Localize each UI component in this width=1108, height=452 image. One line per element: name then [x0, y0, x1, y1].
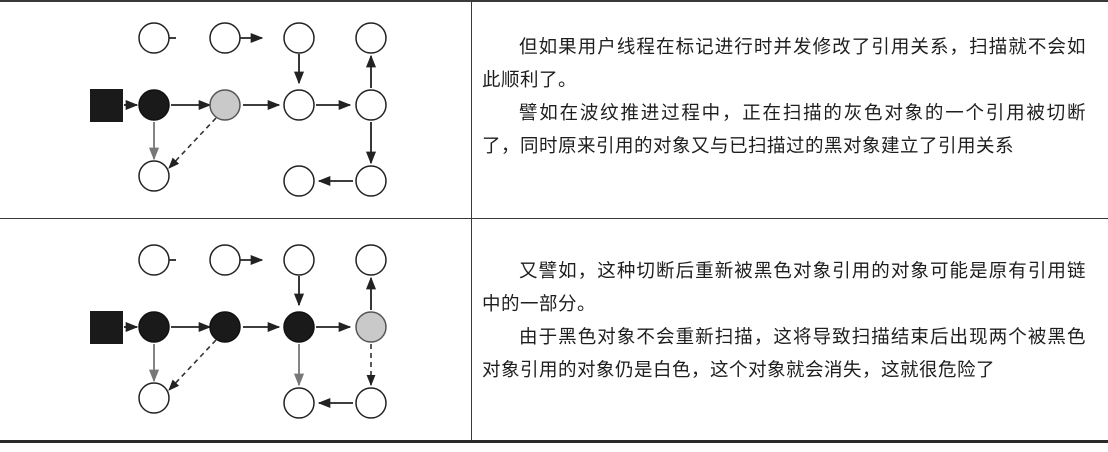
white-object-node	[138, 244, 170, 276]
black-object-node	[283, 311, 315, 343]
graph-nodes	[90, 22, 387, 197]
object-graph-svg-1	[90, 22, 387, 197]
object-graph-diagram-2	[75, 230, 405, 430]
reference-edges	[124, 254, 377, 409]
gray-object-node	[355, 311, 387, 343]
gc-root-square	[90, 89, 123, 122]
white-object-node	[355, 89, 387, 121]
white-object-node	[283, 165, 315, 197]
edge-arrow-dashed	[168, 117, 217, 169]
explanation-text-2: 又譬如，这种切断后重新被黑色对象引用的对象可能是原有引用链中的一部分。 由于黑色…	[482, 255, 1086, 387]
gc-root-square	[90, 311, 123, 344]
object-graph-svg-2	[90, 244, 387, 419]
white-object-node	[355, 244, 387, 276]
white-object-node	[355, 165, 387, 197]
white-object-node	[283, 387, 315, 419]
reference-edges	[124, 32, 377, 187]
black-object-node	[209, 311, 241, 343]
object-graph-diagram-1	[75, 8, 405, 208]
paragraph: 譬如在波纹推进过程中，正在扫描的灰色对象的一个引用被切断了，同时原来引用的对象又…	[482, 103, 1086, 157]
white-object-node	[138, 22, 170, 54]
white-object-node	[209, 22, 241, 54]
white-object-node	[283, 244, 315, 276]
black-object-node	[138, 89, 170, 121]
edge-arrow-dashed	[168, 339, 217, 391]
table-top-rule	[0, 0, 1108, 2]
white-object-node	[138, 160, 170, 192]
white-object-node	[355, 22, 387, 54]
white-object-node	[283, 89, 315, 121]
white-object-node	[138, 382, 170, 414]
white-object-node	[209, 244, 241, 276]
graph-nodes	[90, 244, 387, 419]
table-column-divider	[471, 0, 472, 440]
white-object-node	[283, 22, 315, 54]
black-object-node	[138, 311, 170, 343]
paragraph: 由于黑色对象不会重新扫描，这将导致扫描结束后出现两个被黑色对象引用的对象仍是白色…	[482, 327, 1086, 381]
gray-object-node	[209, 89, 241, 121]
paragraph: 又譬如，这种切断后重新被黑色对象引用的对象可能是原有引用链中的一部分。	[482, 261, 1086, 315]
explanation-text-1: 但如果用户线程在标记进行时并发修改了引用关系，扫描就不会如此顺利了。 譬如在波纹…	[482, 31, 1086, 163]
table-row-divider	[0, 218, 1108, 219]
table-bottom-rule	[0, 440, 1108, 443]
white-object-node	[355, 387, 387, 419]
paragraph: 但如果用户线程在标记进行时并发修改了引用关系，扫描就不会如此顺利了。	[482, 37, 1086, 91]
